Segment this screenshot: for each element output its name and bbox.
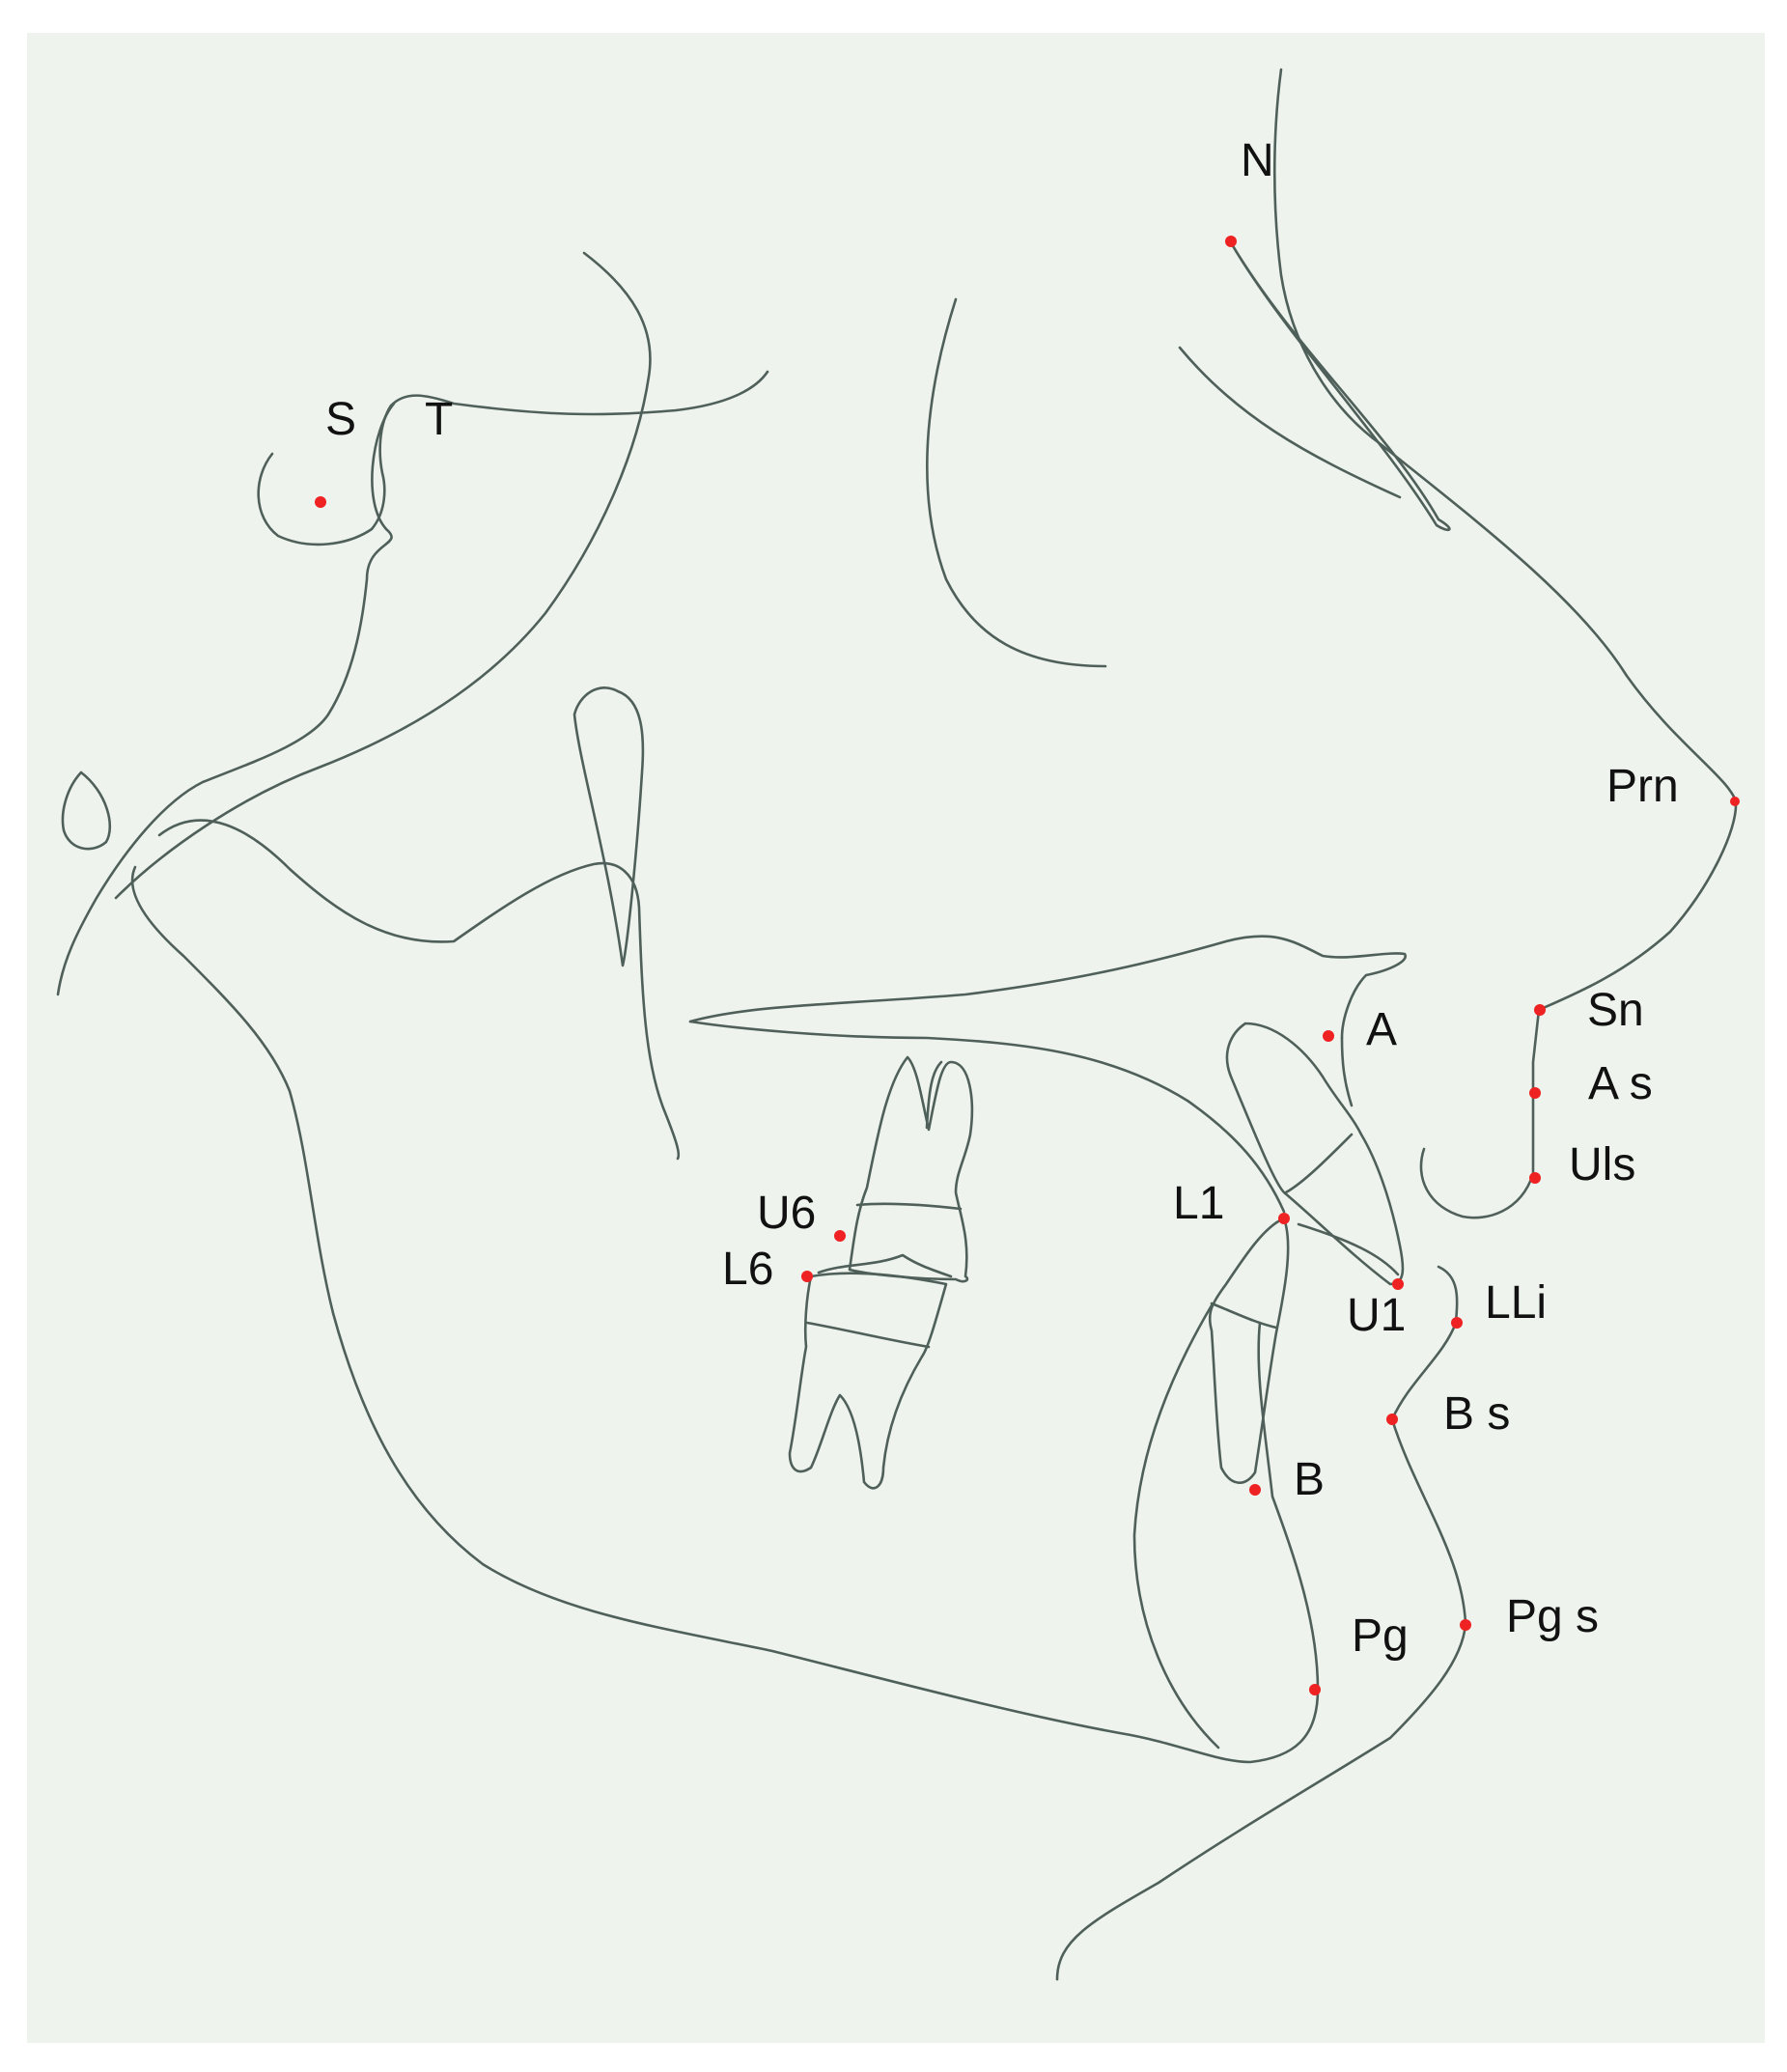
occlusal-contact [817, 1253, 953, 1278]
sella-floor [257, 370, 769, 546]
mandible-outline [130, 865, 1320, 1764]
landmark-label-U6: U6 [757, 1188, 816, 1239]
landmark-label-L1: L1 [1173, 1178, 1224, 1229]
nasal-bone-line [1230, 242, 1451, 532]
landmark-label-U1: U1 [1347, 1290, 1406, 1341]
soft-tissue-profile [1272, 68, 1738, 1219]
clivus-curve [114, 251, 652, 900]
landmark-label-Prn: Prn [1606, 761, 1679, 812]
upper-molar-crown-line [855, 1202, 963, 1211]
landmark-label-B: B [1294, 1454, 1325, 1505]
symphysis-inner [1132, 1303, 1220, 1750]
landmark-Sn-point [1534, 1004, 1546, 1016]
lower-incisor-crown-line [1297, 1222, 1400, 1276]
landmark-Prn-point [1730, 797, 1740, 806]
landmark-label-A: A [1366, 1004, 1397, 1055]
landmark-Uls-point [1529, 1172, 1541, 1184]
lower-molar-crown-line [805, 1321, 931, 1349]
landmark-Bs-point [1386, 1414, 1398, 1425]
lower-molar [788, 1272, 948, 1490]
landmark-LLi-point [1451, 1317, 1463, 1329]
landmark-N-point [1225, 236, 1237, 247]
landmark-label-T: T [425, 394, 453, 445]
outline-traces [56, 68, 1738, 1981]
sella-turcica [56, 402, 396, 996]
maxilla-anterior [1340, 1036, 1354, 1107]
landmark-label-N: N [1241, 135, 1274, 186]
landmark-label-LLi: LLi [1485, 1277, 1547, 1329]
landmark-label-L6: L6 [722, 1244, 773, 1295]
upper-molar-root-split [925, 1060, 943, 1130]
landmark-Pgs-point [1460, 1619, 1471, 1631]
upper-incisor-cej [1284, 1133, 1354, 1194]
condyle-outline [61, 770, 112, 851]
landmark-label-S: S [325, 394, 356, 445]
landmark-U6-point [834, 1230, 846, 1242]
frontal-soft-line [1178, 346, 1402, 499]
landmark-label-Bs: B s [1443, 1388, 1510, 1440]
lower-lip-chin-neck [1055, 1265, 1467, 1981]
landmark-labels: N S T Prn Sn A s Uls A L1 U1 LLi B s B P… [325, 135, 1679, 1662]
landmark-S-point [315, 496, 326, 508]
palate-lower [688, 1020, 1286, 1214]
landmark-A-point [1323, 1030, 1334, 1042]
landmark-label-Uls: Uls [1569, 1139, 1635, 1190]
landmark-U1-point [1392, 1278, 1404, 1290]
landmark-label-Pgs: Pg s [1506, 1591, 1599, 1642]
orbit-outline [926, 297, 1107, 668]
upper-incisor [1225, 1022, 1405, 1286]
landmark-Pg-point [1309, 1684, 1321, 1695]
landmark-L1-point [1278, 1213, 1290, 1224]
ramus-inner [157, 819, 681, 1161]
palatal-plane [688, 935, 1408, 1040]
coronoid-process [572, 686, 645, 967]
landmark-B-point [1249, 1484, 1261, 1496]
lower-incisor-cej [1210, 1302, 1278, 1330]
landmark-As-point [1529, 1087, 1541, 1099]
landmark-label-Pg: Pg [1352, 1610, 1409, 1662]
landmark-points [315, 236, 1740, 1695]
landmark-label-As: A s [1588, 1058, 1653, 1109]
landmark-L6-point [801, 1271, 813, 1282]
landmark-label-Sn: Sn [1587, 985, 1644, 1036]
